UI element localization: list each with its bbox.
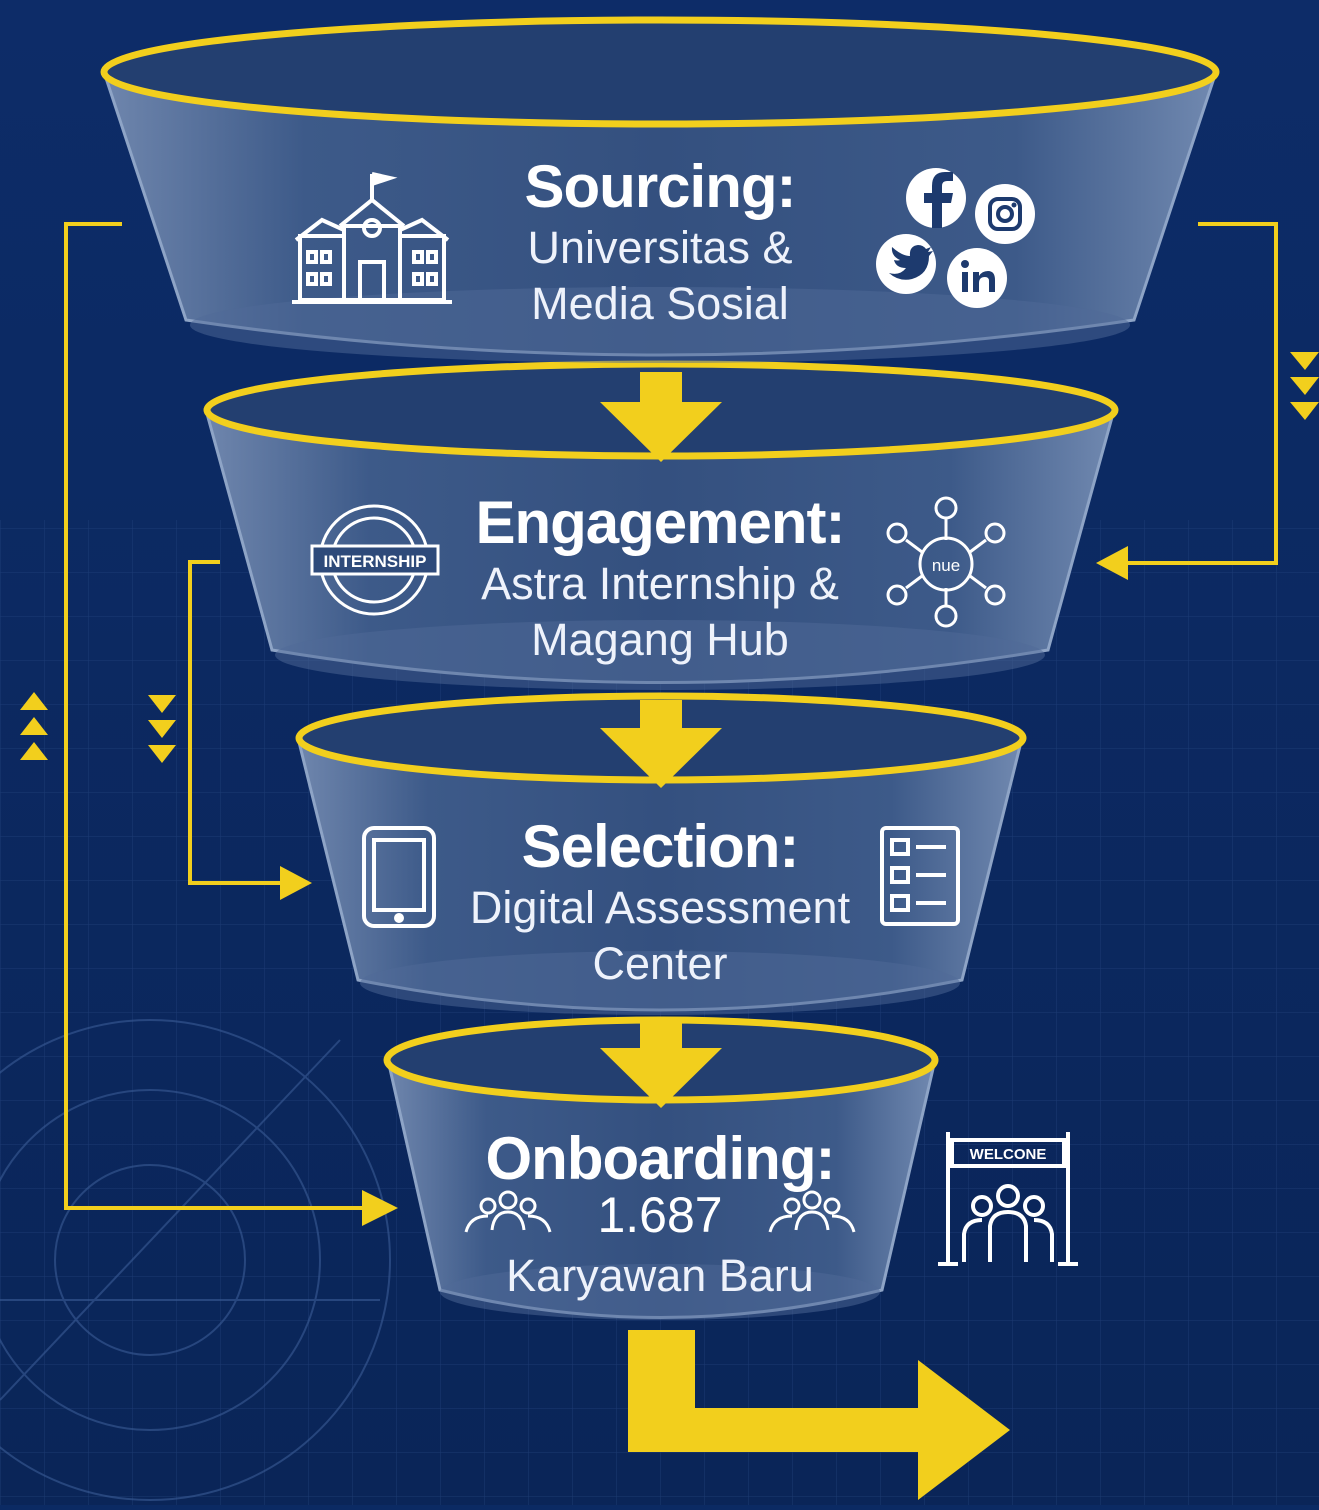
linkedin-icon <box>947 248 1007 308</box>
down-arrow-3 <box>600 1022 722 1108</box>
hub-text: nue <box>932 556 960 575</box>
sourcing-line2: Media Sosial <box>531 278 789 329</box>
people-group-icon <box>464 1190 552 1233</box>
internship-badge-text: INTERNSHIP <box>324 552 427 571</box>
instagram-icon <box>975 184 1035 244</box>
welcome-gate-icon: WELCONE <box>938 1132 1078 1266</box>
new-employee-count: 1.687 <box>597 1187 723 1243</box>
selection-line1: Digital Assessment <box>469 882 851 933</box>
feedback-arrowheads <box>280 546 1128 1226</box>
exit-arrow <box>628 1330 1010 1500</box>
engagement-line2: Magang Hub <box>531 614 789 665</box>
sourcing-title: Sourcing: <box>524 153 797 220</box>
facebook-icon <box>906 168 966 228</box>
down-arrows <box>600 372 722 1108</box>
welcome-sign-text: WELCONE <box>970 1146 1047 1163</box>
down-arrow-1 <box>600 372 722 462</box>
network-hub-icon: nue <box>886 496 1006 628</box>
blueprint-circles <box>0 1019 391 1501</box>
school-building-icon <box>292 172 452 304</box>
checklist-icon <box>880 826 960 926</box>
selection-title: Selection: <box>521 813 800 880</box>
stage-onboarding <box>383 1016 939 1320</box>
onboarding-title: Onboarding: <box>485 1125 836 1192</box>
people-group-icon <box>768 1190 856 1233</box>
onboarding-line2: Karyawan Baru <box>506 1250 814 1301</box>
feedback-lines <box>64 222 1278 1210</box>
chevron-stacks <box>20 352 1319 763</box>
stage-selection <box>295 692 1027 1015</box>
twitter-icon <box>876 234 936 294</box>
selection-line2: Center <box>592 938 728 989</box>
tablet-icon <box>362 826 436 928</box>
internship-badge-icon: INTERNSHIP <box>310 504 440 616</box>
engagement-title: Engagement: <box>475 489 845 556</box>
down-arrow-2 <box>600 700 722 788</box>
sourcing-line1: Universitas & <box>527 222 793 273</box>
engagement-line1: Astra Internship & <box>481 558 839 609</box>
